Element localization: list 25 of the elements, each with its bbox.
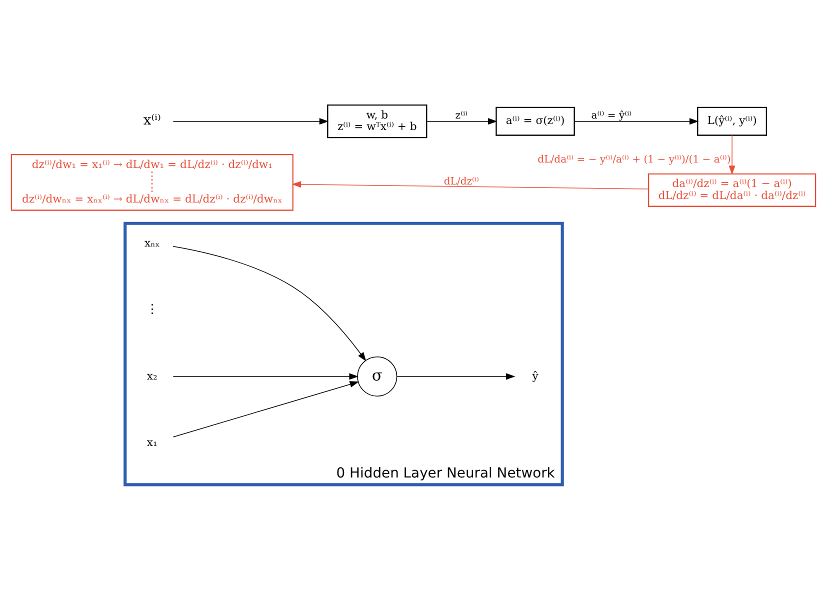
edge-label: dL/da⁽ⁱ⁾ = − y⁽ⁱ⁾/a⁽ⁱ⁾ + (1 − y⁽ⁱ⁾)/(1 − a⁽ⁱ⁾)	[538, 154, 731, 166]
arrow	[728, 134, 736, 175]
node-box: da⁽ⁱ⁾/dz⁽ⁱ⁾ = a⁽ⁱ⁾(1 − a⁽ⁱ⁾) dL/dz⁽ⁱ⁾ = dL/da⁽ⁱ⁾ · da⁽ⁱ⁾/dz⁽ⁱ⁾	[648, 173, 816, 207]
arrow	[172, 246, 366, 362]
edge-label: dL/dz⁽ⁱ⁾	[444, 176, 480, 188]
node-text: x⁽ⁱ⁾	[143, 112, 161, 129]
node-circle: σ	[357, 356, 398, 397]
arrow	[396, 373, 516, 380]
node-box: w, b z⁽ⁱ⁾ = wᵀx⁽ⁱ⁾ + b	[327, 104, 428, 138]
edge-label: a⁽ⁱ⁾ = ŷ⁽ⁱ⁾	[591, 110, 632, 122]
node-text: ŷ	[532, 369, 538, 382]
arrow	[574, 118, 699, 125]
arrow	[292, 181, 649, 190]
node-box: L(ŷ⁽ⁱ⁾, y⁽ⁱ⁾)	[697, 106, 768, 136]
node-box: dz⁽ⁱ⁾/dw₁ = x₁⁽ⁱ⁾ → dL/dw₁ = dL/dz⁽ⁱ⁾ · dz⁽ⁱ⁾/dw₁ ⋮ ⋮ dz⁽ⁱ⁾/dwₙₓ = xₙₓ⁽ⁱ⁾ → dL/dwₙₓ = dL/dz⁽ⁱ⁾ · dz⁽ⁱ⁾/dwₙₓ	[10, 154, 294, 211]
edge-label: z⁽ⁱ⁾	[455, 110, 468, 122]
label: ⋮	[146, 302, 158, 316]
arrow	[172, 373, 358, 380]
arrow	[426, 118, 498, 125]
node-text: x₁	[146, 436, 158, 449]
node-text: x₂	[146, 369, 158, 382]
arrow	[172, 118, 329, 125]
arrow	[172, 381, 360, 438]
node-box: a⁽ⁱ⁾ = σ(z⁽ⁱ⁾)	[496, 106, 575, 136]
node-text: xₙₓ	[144, 236, 160, 250]
